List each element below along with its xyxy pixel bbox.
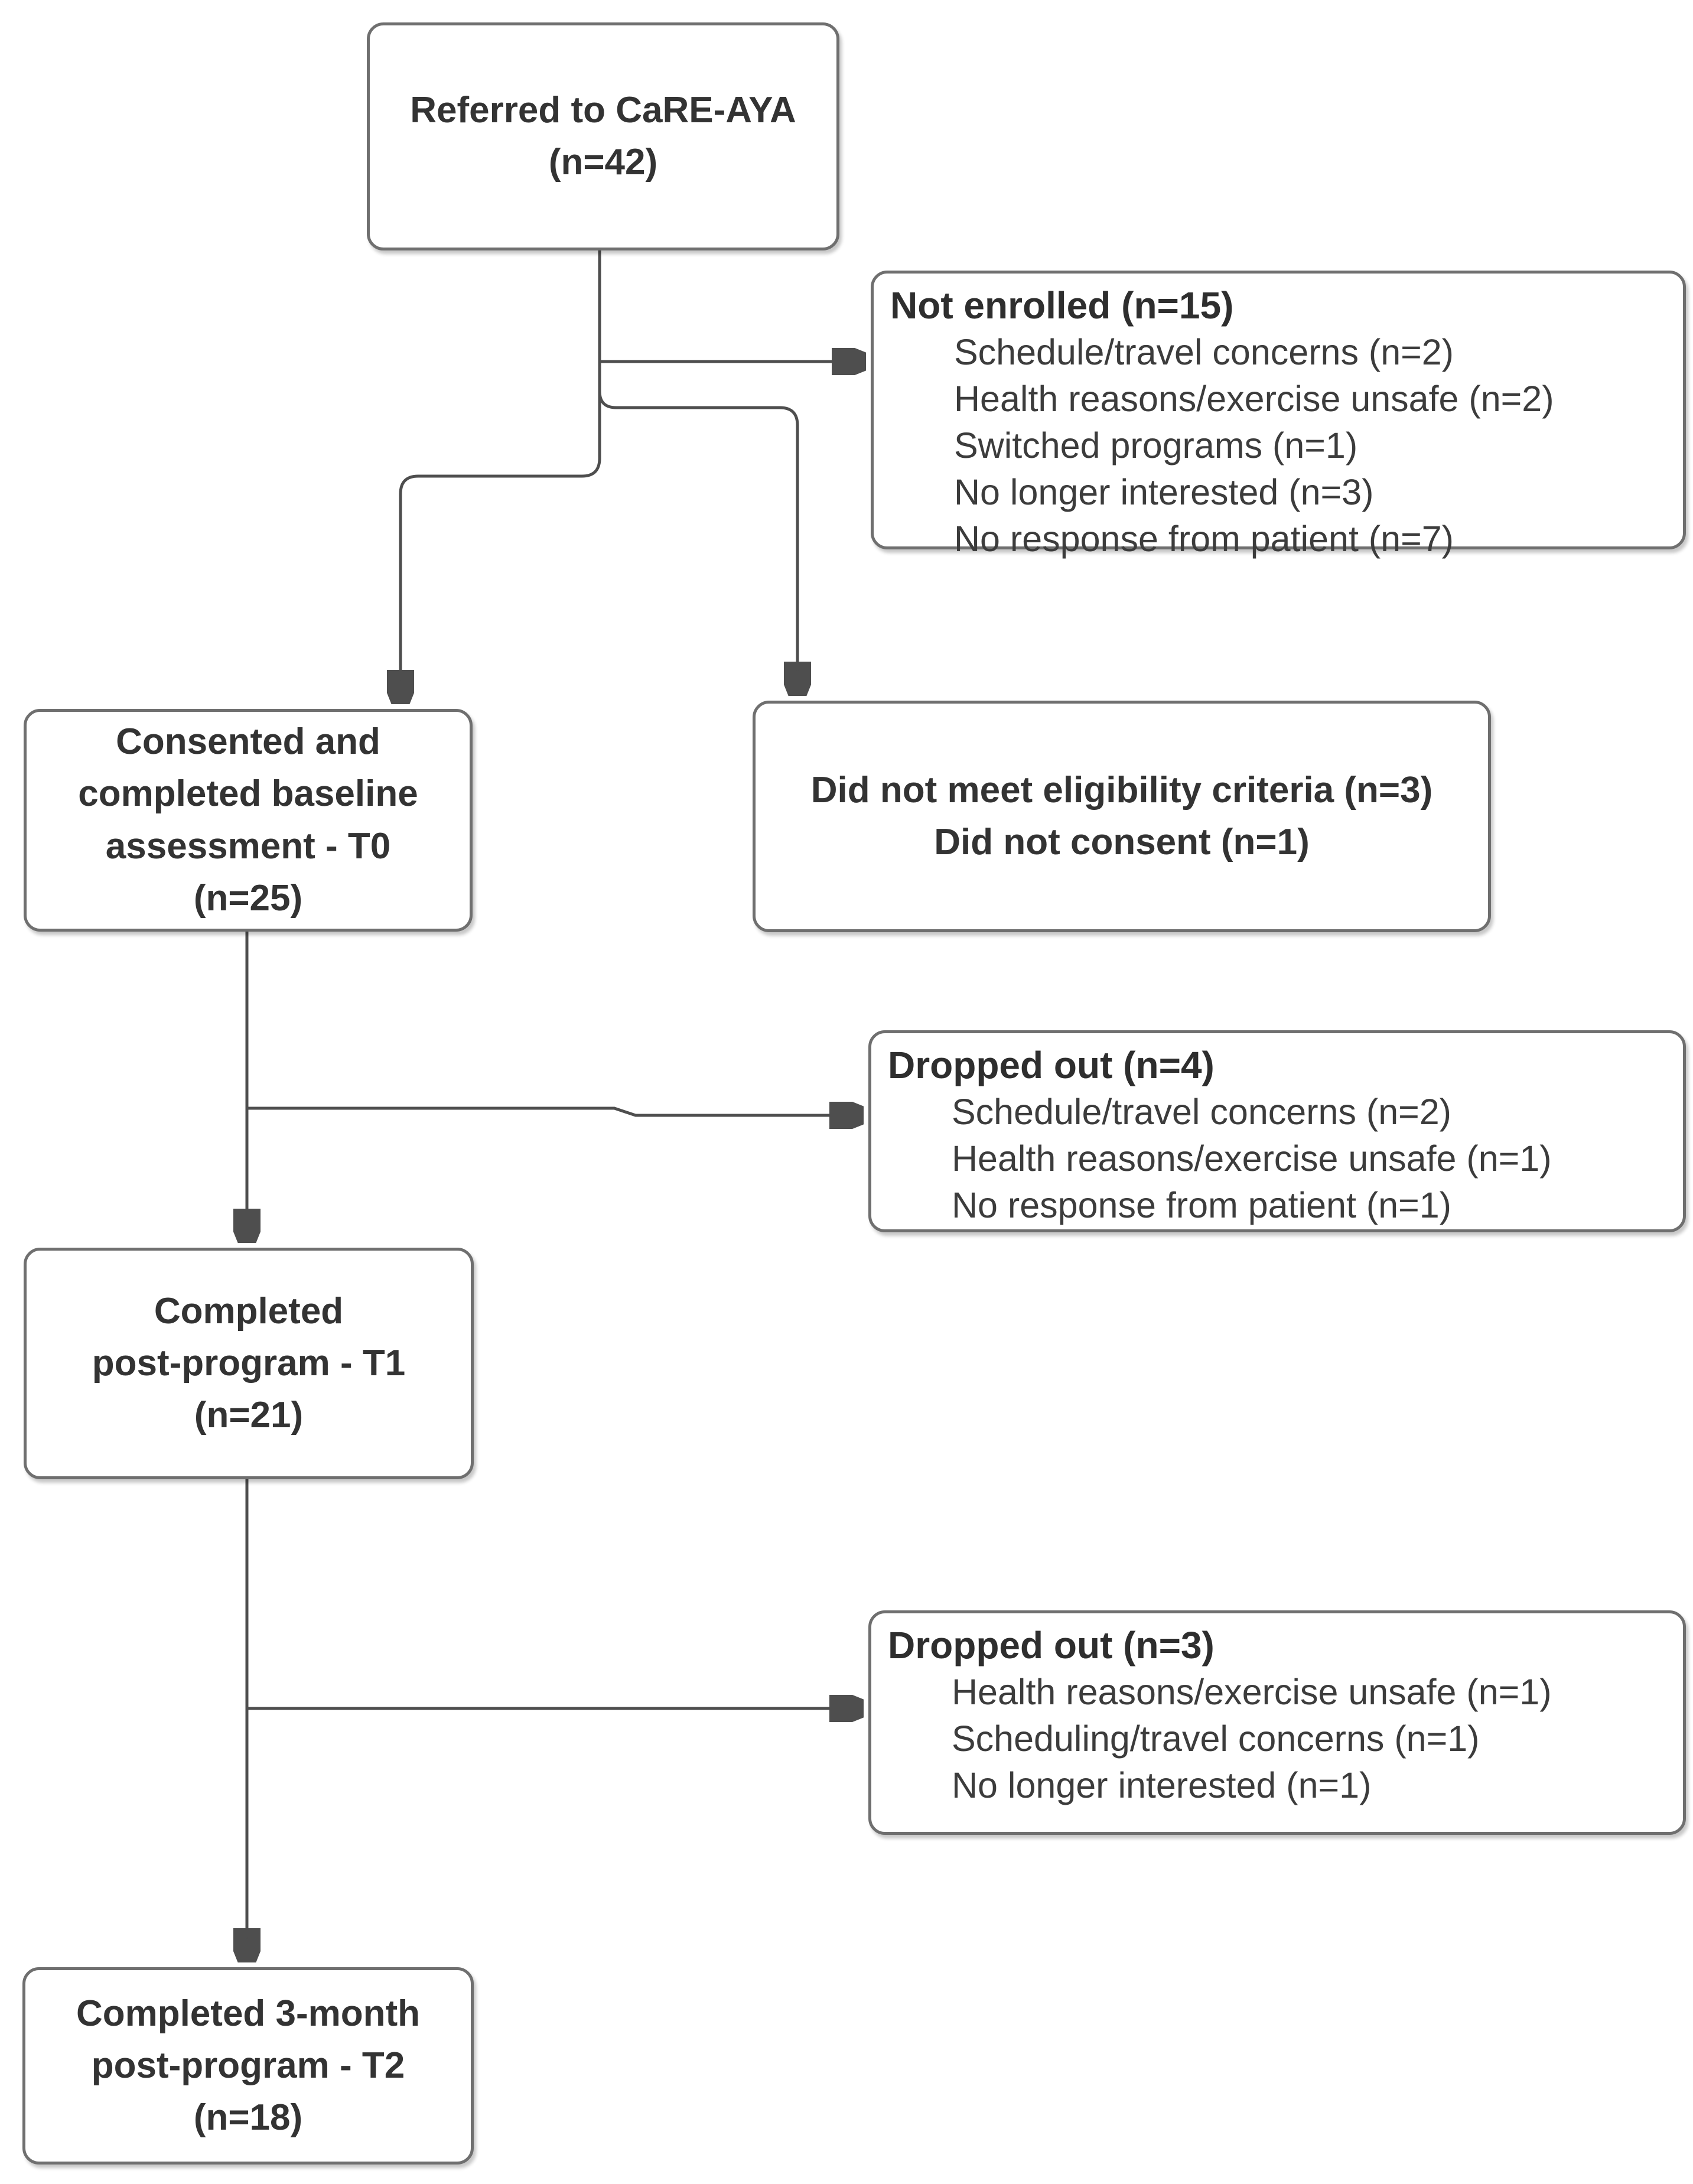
list-item: No longer interested (n=3) [954, 472, 1374, 512]
box-line: Referred to CaRE-AYA [410, 89, 796, 131]
box-dropout-before-t1: Dropped out (n=4) Schedule/travel concer… [868, 1030, 1686, 1232]
box-dropout-before-t2: Dropped out (n=3) Health reasons/exercis… [868, 1610, 1686, 1835]
arrow-referred-to-consented [401, 250, 601, 701]
list-item: No response from patient (n=7) [954, 519, 1454, 559]
arrow-referred-to-eligibility [598, 390, 797, 692]
list-item: Health reasons/exercise unsafe (n=1) [952, 1138, 1552, 1179]
box-referred: Referred to CaRE-AYA (n=42) [367, 22, 839, 250]
box-not-eligible: Did not meet eligibility criteria (n=3) … [753, 701, 1491, 932]
box-line: post-program - T2 [91, 2045, 405, 2086]
box-line: assessment - T0 [105, 825, 391, 867]
box-line: completed baseline [78, 773, 418, 815]
box-line: Did not consent (n=1) [934, 822, 1310, 862]
box-line: post-program - T1 [92, 1342, 406, 1384]
box-title: Not enrolled (n=15) [890, 284, 1234, 327]
box-title: Dropped out (n=4) [888, 1044, 1215, 1086]
list-item: No longer interested (n=1) [952, 1765, 1372, 1805]
list-item: Switched programs (n=1) [954, 425, 1358, 466]
box-count: (n=42) [548, 142, 658, 183]
box-completed-t2: Completed 3-month post-program - T2 (n=1… [22, 1967, 474, 2165]
box-title: Dropped out (n=3) [888, 1624, 1215, 1667]
box-consented-baseline-t0: Consented and completed baseline assessm… [24, 709, 473, 932]
list-item: Health reasons/exercise unsafe (n=2) [954, 379, 1554, 419]
box-count: (n=25) [193, 877, 303, 919]
box-count: (n=18) [193, 2097, 303, 2139]
box-completed-t1: Completed post-program - T1 (n=21) [24, 1248, 474, 1479]
box-not-enrolled: Not enrolled (n=15) Schedule/travel conc… [871, 271, 1686, 559]
list-item: No response from patient (n=1) [952, 1185, 1451, 1225]
arrow-consented-to-dropout-t1 [247, 1108, 860, 1115]
box-line: Completed [154, 1290, 344, 1332]
list-item: Scheduling/travel concerns (n=1) [952, 1718, 1480, 1759]
list-item: Schedule/travel concerns (n=2) [954, 332, 1454, 372]
box-line: Consented and [116, 721, 380, 763]
list-item: Health reasons/exercise unsafe (n=1) [952, 1672, 1552, 1712]
box-line: Completed 3-month [76, 1993, 421, 2034]
list-item: Schedule/travel concerns (n=2) [952, 1092, 1451, 1132]
box-count: (n=21) [194, 1395, 304, 1436]
box-line: Did not meet eligibility criteria (n=3) [810, 769, 1433, 811]
